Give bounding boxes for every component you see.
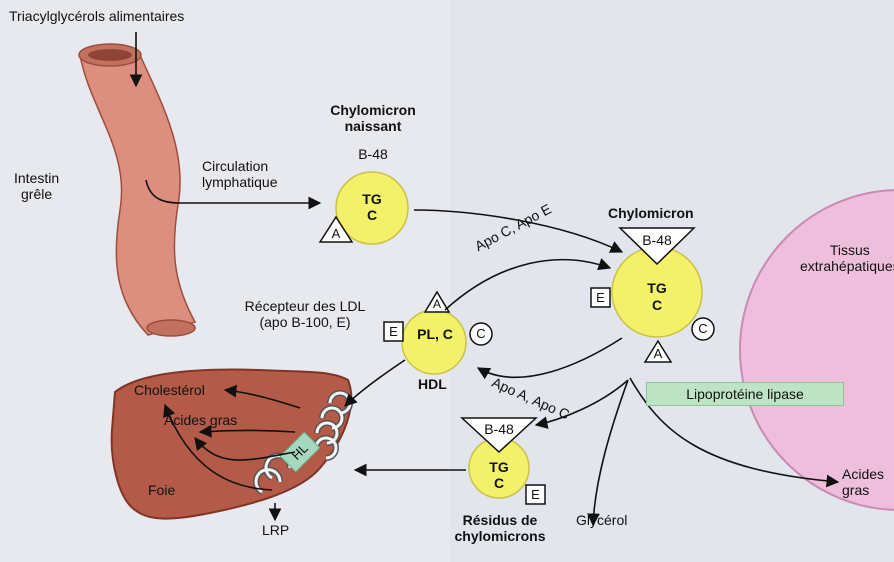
ldl-receptor-label: Récepteur des LDL (apo B-100, E) — [244, 298, 366, 330]
arrow-liver-loop-1 — [194, 436, 296, 461]
extrahepatic-tissue-label: Tissus extrahépatiques — [800, 242, 894, 274]
hdl-apo-c-circle — [469, 322, 493, 346]
hdl-apo-c-label: C — [476, 326, 486, 341]
chylo-apo-a-triangle — [643, 339, 673, 363]
nascent-c-label: C — [366, 207, 378, 223]
arrow-liver-loop-2 — [163, 403, 273, 491]
glycerol-label: Glycérol — [576, 512, 628, 528]
nascent-tg-label: TG — [362, 191, 382, 207]
remnant-title: Résidus de chylomicrons — [454, 512, 546, 544]
nascent-apo-a-triangle — [318, 215, 354, 243]
chylo-c-label: C — [651, 297, 663, 313]
intestine-tube — [78, 43, 197, 337]
chylo-b48-label: B-48 — [642, 232, 672, 248]
hdl-particle — [401, 309, 467, 375]
hdl-apo-e-box — [383, 321, 404, 342]
arrow-liver-to-fatty-acids — [198, 424, 296, 438]
remnant-b48-triangle — [460, 417, 538, 454]
chylo-apo-c-label: C — [698, 321, 708, 336]
hdl-apo-a-triangle — [423, 290, 451, 313]
nascent-chylomicron-title: Chylomicron naissant — [330, 102, 416, 134]
nascent-b48-label: B-48 — [358, 146, 388, 162]
arrow-to-glycerol — [587, 379, 629, 527]
chylo-b48-triangle — [618, 227, 696, 266]
remnant-c-label: C — [493, 475, 505, 491]
arrow-hdl-to-liver — [344, 359, 406, 407]
fatty-acids-liver-label: Acides gras — [164, 412, 238, 428]
arrow-nascent-to-chylomicron — [413, 209, 624, 253]
hdl-apo-e-label: E — [389, 324, 398, 339]
nascent-chylomicron-particle — [335, 171, 409, 245]
liver-label: Foie — [148, 482, 176, 498]
chylo-apo-a-label: A — [653, 346, 663, 361]
chylo-tg-label: TG — [647, 280, 667, 296]
arrow-to-fatty-acids-out — [629, 377, 840, 488]
chylomicron-title: Chylomicron — [608, 205, 694, 221]
remnant-apo-e-label: E — [531, 487, 540, 502]
remnant-apo-e-box — [525, 484, 546, 505]
hdl-plc-label: PL, C — [417, 326, 453, 342]
arrow-chylo-to-hdl-apo — [476, 337, 623, 380]
lipoprotein-lipase-box: Lipoprotéine lipase — [646, 382, 844, 406]
remnant-b48-label: B-48 — [484, 421, 514, 437]
lrp-label: LRP — [262, 522, 290, 538]
extrahepatic-tissue-circle — [739, 189, 894, 511]
remnant-tg-label: TG — [489, 459, 509, 475]
arrow-chylo-to-remnant — [534, 379, 629, 429]
arrow-liver-to-cholesterol — [223, 384, 301, 409]
cholesterol-label: Cholestérol — [134, 382, 205, 398]
hdl-label: HDL — [418, 376, 447, 392]
fatty-acids-out-label: Acides gras — [842, 466, 885, 498]
intestine-label: Intestin grêle — [14, 170, 60, 202]
chylo-apo-e-label: E — [596, 290, 605, 305]
hl-box — [279, 431, 321, 473]
arrow-hdl-to-chylo-apo — [444, 258, 612, 311]
arrow-to-nascent — [145, 179, 322, 210]
hdl-apo-a-label: A — [432, 297, 441, 311]
circulation-label: Circulation lymphatique — [202, 158, 278, 190]
triacylglycerols-label: Triacylglycérols alimentaires — [9, 8, 185, 24]
chylo-apo-e-box — [590, 287, 611, 308]
chylo-apo-c-circle — [691, 317, 715, 341]
nascent-apo-a-label: A — [331, 226, 341, 241]
